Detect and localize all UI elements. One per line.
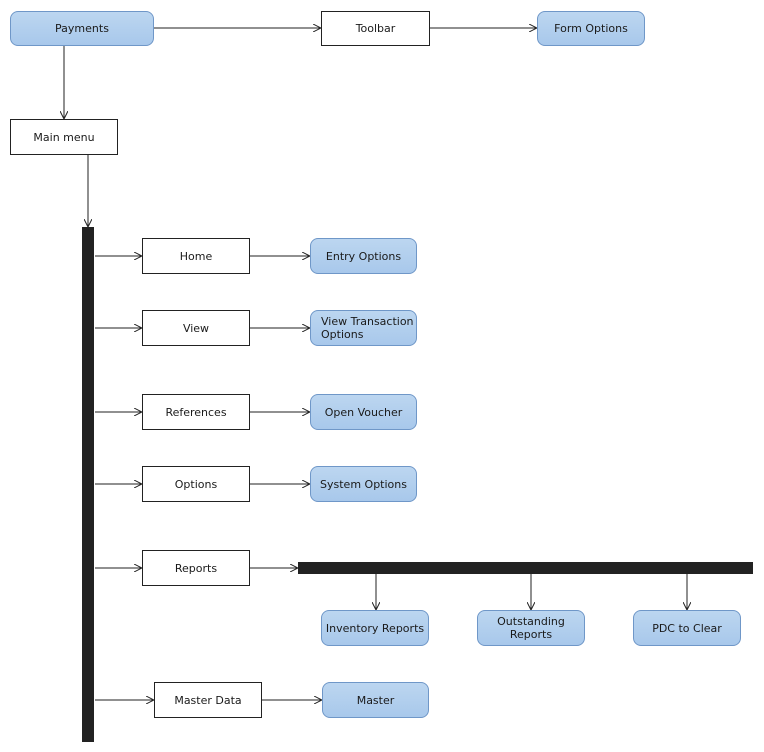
node-label: Outstanding Reports [497,615,565,641]
node-options[interactable]: Options [142,466,250,502]
node-master[interactable]: Master [322,682,429,718]
node-form-options[interactable]: Form Options [537,11,645,46]
node-payments[interactable]: Payments [10,11,154,46]
node-label: Inventory Reports [325,621,425,635]
node-home[interactable]: Home [142,238,250,274]
node-label: Home [179,249,213,263]
node-view-transaction-options[interactable]: View Transaction Options [310,310,417,346]
node-label: Open Voucher [324,405,403,419]
node-system-options[interactable]: System Options [310,466,417,502]
node-label: View [182,321,210,335]
node-toolbar[interactable]: Toolbar [321,11,430,46]
node-main-menu[interactable]: Main menu [10,119,118,155]
node-label: Payments [55,22,109,35]
node-label: PDC to Clear [652,621,722,635]
node-open-voucher[interactable]: Open Voucher [310,394,417,430]
node-pdc-to-clear[interactable]: PDC to Clear [633,610,741,646]
node-label: References [165,405,227,419]
node-label: Form Options [554,22,628,35]
node-label: Master Data [174,693,242,707]
node-outstanding-reports[interactable]: Outstanding Reports [477,610,585,646]
node-label: Reports [174,561,218,575]
node-label: Entry Options [325,249,402,263]
horizontal-fork-bar [298,562,753,574]
node-label: Toolbar [355,22,396,35]
node-label: Main menu [33,130,95,144]
node-entry-options[interactable]: Entry Options [310,238,417,274]
node-references[interactable]: References [142,394,250,430]
node-reports[interactable]: Reports [142,550,250,586]
node-label: View Transaction Options [321,315,414,341]
node-master-data[interactable]: Master Data [154,682,262,718]
node-label: Master [356,693,395,707]
node-inventory-reports[interactable]: Inventory Reports [321,610,429,646]
vertical-fork-bar [82,227,94,742]
node-view[interactable]: View [142,310,250,346]
node-label: System Options [320,477,407,491]
node-label: Options [174,477,218,491]
